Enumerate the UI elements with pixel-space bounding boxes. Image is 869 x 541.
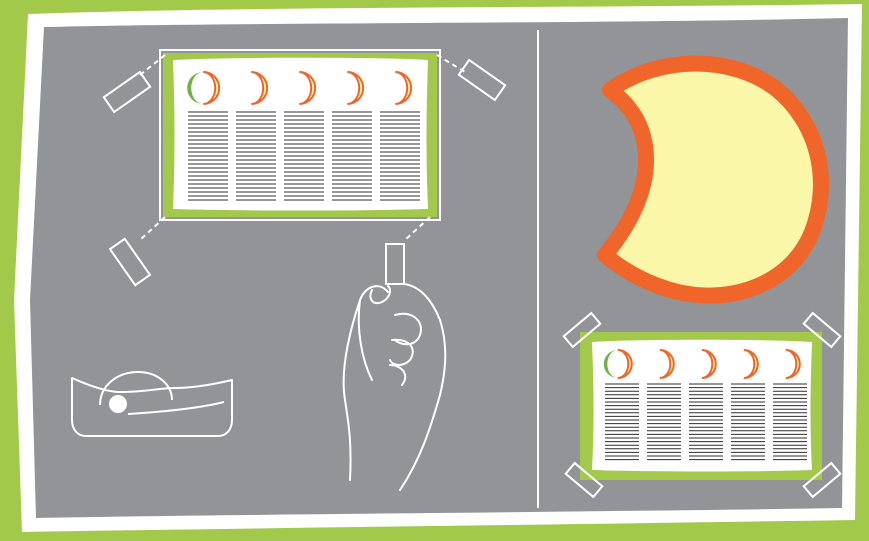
large-moon-icon <box>605 63 821 295</box>
